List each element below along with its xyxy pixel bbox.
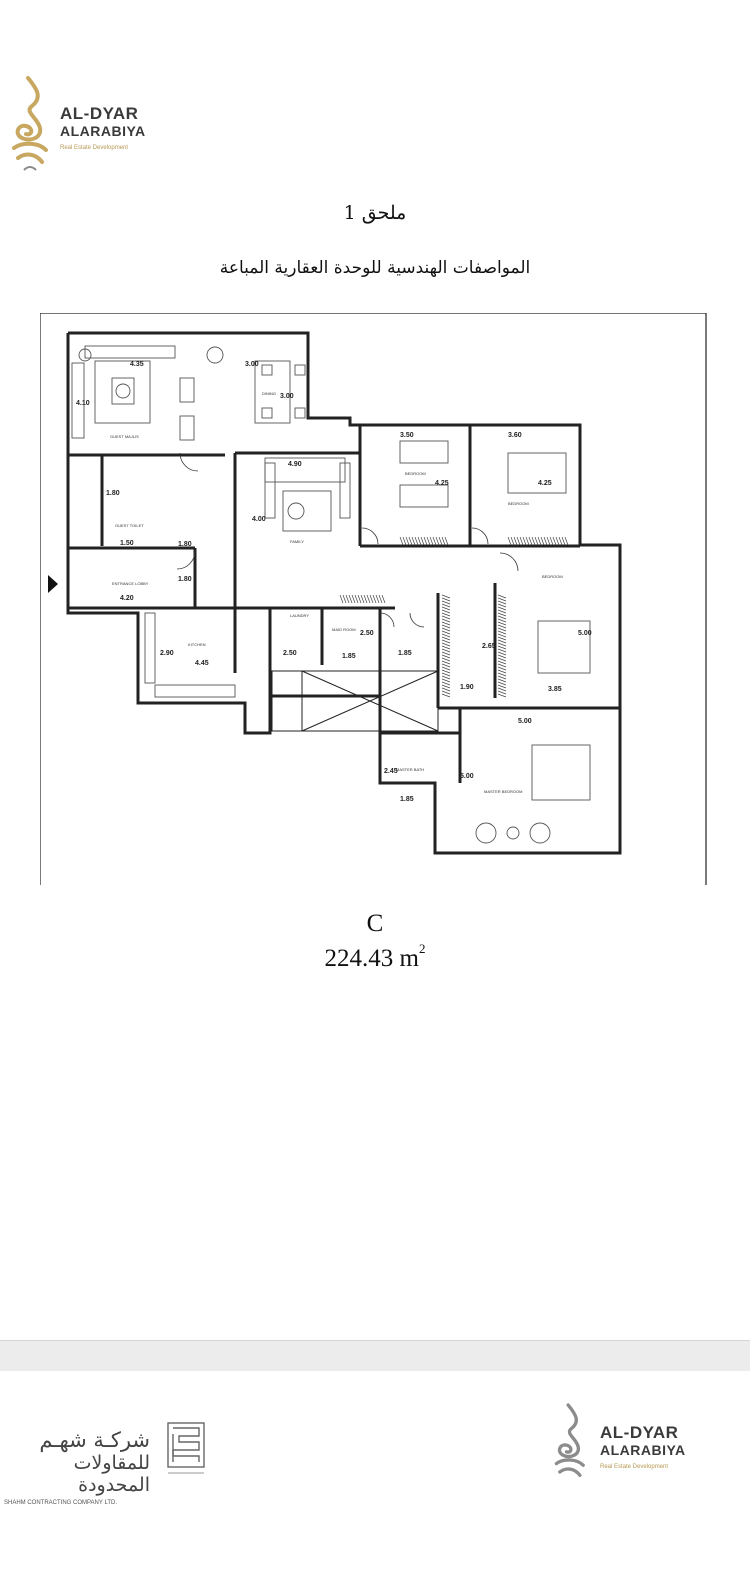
- unit-letter: C: [366, 910, 384, 937]
- footer-logo-tagline: Real Estate Development: [600, 1463, 669, 1470]
- logo-line1: AL-DYAR: [60, 103, 139, 123]
- dim-extra-4: 2.65: [482, 643, 496, 650]
- dim-guest-toilet-width: 1.50: [120, 540, 134, 547]
- room-label-master-bedroom: MASTER BEDROOM: [484, 789, 522, 794]
- plan-furniture: [71, 345, 591, 844]
- logo-line2: ALARABIYA: [60, 122, 146, 139]
- dim-bedroom2-depth: 4.25: [538, 480, 552, 487]
- unit-area-superscript: 2: [418, 941, 426, 956]
- dim-maid-width: 1.85: [342, 653, 356, 660]
- shahm-name-line1: شركـة شهـم: [39, 1428, 150, 1452]
- room-label-lobby: ENTRANCE LOBBY: [112, 581, 149, 586]
- floor-plan: 4.35 4.10 3.00 3.00 1.50 1.80 4.20 1.80 …: [40, 313, 707, 885]
- shahm-name-en: SHAHM CONTRACTING COMPANY LTD.: [4, 1500, 118, 1506]
- entrance-arrow-icon: [48, 575, 58, 593]
- footer-logo: AL-DYAR ALARABIYA Real Estate Developmen…: [548, 1400, 686, 1492]
- document-page-1: AL-DYAR ALARABIYA Real Estate Developmen…: [0, 72, 750, 973]
- dim-bedroom1-depth: 4.25: [435, 480, 449, 487]
- document-subtitle: المواصفات الهندسية للوحدة العقارية المبا…: [219, 258, 531, 278]
- shahm-name-line2: للمقاولات المحدودة: [73, 1452, 150, 1496]
- plan-walls: [66, 331, 622, 855]
- plan-dimensions: 4.35 4.10 3.00 3.00 1.50 1.80 4.20 1.80 …: [76, 361, 592, 803]
- plan-hatching: [339, 536, 569, 698]
- room-label-guest-toilet: GUEST TOILET: [115, 523, 144, 528]
- unit-area-value: 224.43 m: [324, 945, 419, 972]
- room-label-bedroom-3: BEDROOM: [542, 574, 563, 579]
- dim-master-width: 5.00: [518, 718, 532, 725]
- dim-extra-5: 1.80: [178, 541, 192, 548]
- plan-frame: [40, 313, 707, 885]
- room-label-majlis: GUEST MAJLIS: [110, 434, 139, 439]
- dim-majlis-width: 4.35: [130, 361, 144, 368]
- shahm-company-logo: شركـة شهـم للمقاولات المحدودة SHAHM CONT…: [0, 1428, 150, 1506]
- dim-master-bath-depth: 2.45: [384, 768, 398, 775]
- dim-lobby-depth: 1.80: [178, 576, 192, 583]
- room-label-bedroom-1: BEDROOM: [405, 471, 426, 476]
- dim-dining-width: 3.00: [245, 361, 259, 368]
- dim-extra-2: 1.85: [398, 650, 412, 657]
- dim-bedroom3-width: 3.85: [548, 686, 562, 693]
- elevator-shaft: [271, 670, 439, 732]
- room-label-master-bath: MASTER BATH: [396, 767, 424, 772]
- dim-extra-1: 2.50: [283, 650, 297, 657]
- room-label-kitchen: KITCHEN: [188, 642, 206, 647]
- unit-area: 224.43 m2: [0, 941, 750, 973]
- annex-title: ملحق 1: [343, 202, 407, 224]
- room-label-bedroom-2: BEDROOM: [508, 501, 529, 506]
- dim-dining-depth: 3.00: [280, 393, 294, 400]
- dim-kitchen-depth: 2.90: [160, 650, 174, 657]
- room-label-laundry: LAUNDRY: [290, 613, 309, 618]
- header-logo: AL-DYAR ALARABIYA Real Estate Developmen…: [8, 72, 146, 182]
- plan-room-labels: GUEST MAJLIS DINING GUEST TOILET ENTRANC…: [110, 391, 563, 794]
- dim-bedroom1-width: 3.50: [400, 432, 414, 439]
- dim-lobby-width: 4.20: [120, 595, 134, 602]
- dim-extra-3: 1.90: [460, 684, 474, 691]
- room-label-family: FAMILY: [290, 539, 304, 544]
- page-separator: [0, 1340, 750, 1372]
- logo-tagline: Real Estate Development: [60, 144, 129, 151]
- dim-majlis-depth: 4.10: [76, 400, 90, 407]
- dim-bedroom2-width: 3.60: [508, 432, 522, 439]
- al-dyar-logo-icon: [12, 76, 48, 171]
- dim-maid-depth: 2.50: [360, 630, 374, 637]
- room-label-dining: DINING: [262, 391, 276, 396]
- dim-master-bath-width: 1.85: [400, 796, 414, 803]
- document-page-2: [0, 1371, 750, 1583]
- shahm-emblem-icon: [167, 1422, 205, 1474]
- dim-family-width: 4.90: [288, 461, 302, 468]
- dim-guest-toilet-depth: 1.80: [106, 490, 120, 497]
- plan-doors: [176, 452, 519, 628]
- room-label-maid: MAID ROOM: [332, 627, 356, 632]
- footer-logo-line1: AL-DYAR: [600, 1422, 679, 1442]
- footer-logo-line2: ALARABIYA: [600, 1441, 686, 1458]
- dim-family-depth: 4.00: [252, 516, 266, 523]
- dim-master-depth: 5.00: [460, 773, 474, 780]
- al-dyar-footer-logo-icon: [554, 1403, 585, 1477]
- dim-bedroom3-depth: 5.00: [578, 630, 592, 637]
- dim-kitchen-width: 4.45: [195, 660, 209, 667]
